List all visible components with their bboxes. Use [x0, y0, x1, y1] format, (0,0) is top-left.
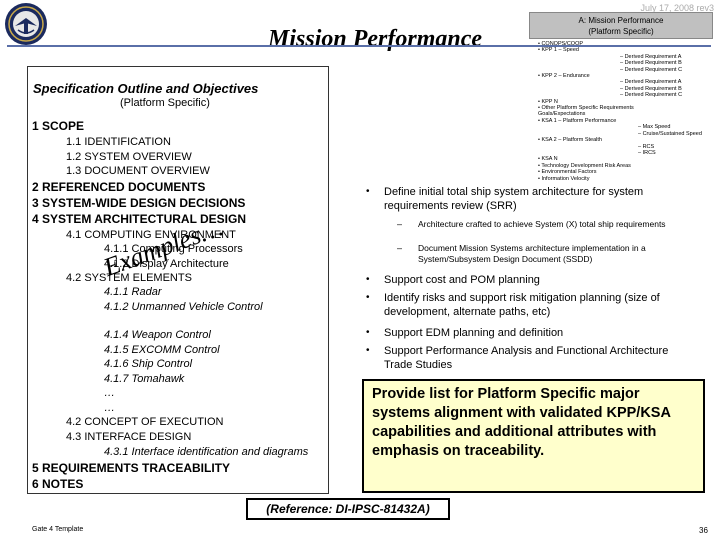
- outline-item: 1.1 IDENTIFICATION: [66, 136, 171, 148]
- outline-item: 4.1.5 EXCOMM Control: [104, 344, 220, 356]
- outline-item: 4.1.2 Unmanned Vehicle Control: [104, 301, 263, 313]
- sub-bullet-item: Document Mission Systems architecture im…: [418, 243, 646, 264]
- date-stamp: July 17, 2008 rev3: [640, 3, 714, 13]
- outline-item: 4.1.1 Radar: [104, 286, 162, 298]
- outline-item: 4.1.6 Ship Control: [104, 358, 193, 370]
- mission-box-title-line2: (Platform Specific): [588, 27, 654, 36]
- outline-item: 1.2 SYSTEM OVERVIEW: [66, 151, 192, 163]
- bullet-dot: •: [366, 274, 370, 285]
- outline-item: …: [104, 387, 115, 399]
- outline-item: 4.1.4 Weapon Control: [104, 329, 211, 341]
- page-title: Mission Performance: [268, 26, 483, 52]
- req-item: – IRCS: [638, 149, 656, 156]
- outline-frame: [27, 66, 329, 494]
- outline-item: 4.3.1 Interface identification and diagr…: [104, 446, 309, 458]
- callout-box: Provide list for Platform Specific major…: [362, 379, 705, 493]
- req-item: – Derived Requirement A: [620, 53, 682, 60]
- bullet-item: Support EDM planning and definition: [384, 327, 564, 339]
- outline-item: 2 REFERENCED DOCUMENTS: [32, 180, 206, 194]
- bullet-dot: •: [366, 345, 370, 356]
- req-item: • KSA 2 – Platform Stealth: [538, 137, 602, 144]
- req-item: – Derived Requirement B: [620, 85, 682, 92]
- req-item: – Cruise/Sustained Speed: [638, 130, 702, 137]
- bullet-item: Support Performance Analysis and Functio…: [384, 345, 669, 371]
- outline-heading: Specification Outline and Objectives: [33, 81, 259, 96]
- req-item: – Max Speed: [638, 124, 671, 131]
- outline-item: 1.3 DOCUMENT OVERVIEW: [66, 165, 210, 177]
- req-item: – RCS: [638, 143, 655, 150]
- mission-box-title-line1: A: Mission Performance: [578, 16, 664, 25]
- sub-bullet-dash: –: [397, 243, 403, 253]
- outline-item: 5 REQUIREMENTS TRACEABILITY: [32, 461, 231, 475]
- bullet-item: Identify risks and support risk mitigati…: [384, 292, 660, 318]
- outline-item: 4.1.1 Computing Processors: [104, 243, 243, 255]
- req-item: • Environmental Factors: [538, 169, 597, 176]
- sub-bullet-dash: –: [397, 219, 403, 229]
- navy-seal-logo: [5, 3, 47, 45]
- bullet-item: Define initial total ship system archite…: [384, 186, 644, 212]
- outline-item: …: [104, 402, 115, 414]
- page-number: 36: [699, 526, 708, 535]
- req-item: • KPP N: [538, 98, 558, 105]
- header-divider: [7, 45, 711, 47]
- bullet-dot: •: [366, 327, 370, 338]
- req-item: • KSA N: [538, 156, 558, 163]
- outline-item: 4.1.7 Tomahawk: [104, 373, 185, 385]
- req-item: • Other Platform Specific Requirements: [538, 105, 634, 112]
- req-item: Goals/Expectations: [538, 111, 586, 118]
- outline-item: 4.3 INTERFACE DESIGN: [66, 431, 192, 443]
- footer-template-label: Gate 4 Template: [32, 526, 84, 533]
- req-item: – Derived Requirement B: [620, 60, 682, 67]
- req-item: • Information Velocity: [538, 175, 590, 182]
- bullet-item: Support cost and POM planning: [384, 274, 540, 286]
- outline-item: 4.2 CONCEPT OF EXECUTION: [66, 416, 224, 428]
- req-item: • KPP 2 – Endurance: [538, 73, 590, 80]
- outline-item: 4 SYSTEM ARCHITECTURAL DESIGN: [32, 212, 247, 226]
- req-item: • CONOPS/COOP: [538, 41, 584, 47]
- req-item: • KPP 1 – Speed: [538, 47, 579, 54]
- outline-item: 1 SCOPE: [32, 119, 85, 133]
- outline-item: 4.2 SYSTEM ELEMENTS: [66, 272, 192, 284]
- sub-bullet-item: Architecture crafted to achieve System (…: [418, 219, 666, 229]
- outline-subheading: (Platform Specific): [120, 97, 210, 109]
- outline-item: 3 SYSTEM-WIDE DESIGN DECISIONS: [32, 196, 246, 210]
- mission-box-header: A: Mission Performance (Platform Specifi…: [529, 12, 713, 39]
- requirements-list: • CONOPS/COOP • KPP 1 – Speed – Derived …: [538, 41, 718, 182]
- outline-item: 6 NOTES: [32, 477, 84, 491]
- req-item: – Derived Requirement A: [620, 79, 682, 86]
- bullet-dot: •: [366, 186, 370, 197]
- reference-box: (Reference: DI-IPSC-81432A): [246, 498, 450, 520]
- bullet-dot: •: [366, 292, 370, 303]
- req-item: – Derived Requirement C: [620, 92, 683, 99]
- req-item: • Technology Development Risk Areas: [538, 162, 631, 169]
- outline-item: 4.1 COMPUTING ENVIRONMENT: [66, 229, 236, 241]
- req-item: • KSA 1 – Platform Performance: [538, 117, 617, 124]
- req-item: – Derived Requirement C: [620, 66, 683, 73]
- outline-item: 4.1.2 Display Architecture: [104, 258, 229, 270]
